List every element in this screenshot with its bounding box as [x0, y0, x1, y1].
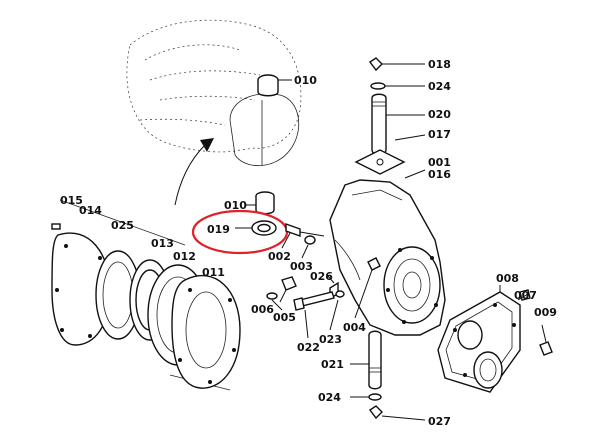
main-housing-001 — [329, 169, 446, 336]
label-024-bottom: 024 — [318, 391, 341, 404]
gasket-stack — [51, 199, 241, 391]
label-026: 026 — [310, 270, 333, 283]
bushing-010-top — [257, 74, 292, 97]
fasteners — [266, 223, 381, 339]
lower-shaft-assembly — [350, 330, 426, 421]
label-009: 009 — [534, 306, 557, 319]
label-010-top: 010 — [294, 74, 317, 87]
label-015: 015 — [60, 194, 83, 207]
label-021: 021 — [321, 358, 344, 371]
label-022: 022 — [297, 341, 320, 354]
label-007: 007 — [514, 289, 537, 302]
label-010-lower: 010 — [224, 199, 247, 212]
curved-arrow — [174, 138, 214, 206]
label-020: 020 — [428, 108, 451, 121]
label-025: 025 — [111, 219, 134, 232]
label-012: 012 — [173, 250, 196, 263]
label-008: 008 — [496, 272, 519, 285]
label-023: 023 — [319, 333, 342, 346]
label-005: 005 — [273, 311, 296, 324]
transmission-housing-background — [126, 19, 302, 167]
label-004: 004 — [343, 321, 366, 334]
label-003: 003 — [290, 260, 313, 273]
label-014: 014 — [79, 204, 102, 217]
label-024-top: 024 — [428, 80, 451, 93]
label-011: 011 — [202, 266, 225, 279]
label-018: 018 — [428, 58, 451, 71]
label-019: 019 — [207, 223, 230, 236]
upper-shaft-assembly — [354, 57, 426, 175]
label-006: 006 — [251, 303, 274, 316]
label-002: 002 — [268, 250, 291, 263]
label-013: 013 — [151, 237, 174, 250]
side-cover-008 — [437, 285, 553, 393]
part-labels: 010 010 019 015 014 025 013 012 011 018 … — [60, 58, 557, 428]
label-017: 017 — [428, 128, 451, 141]
label-027: 027 — [428, 415, 451, 428]
seal-019 — [235, 220, 277, 236]
label-016: 016 — [428, 168, 451, 181]
label-001: 001 — [428, 156, 451, 169]
